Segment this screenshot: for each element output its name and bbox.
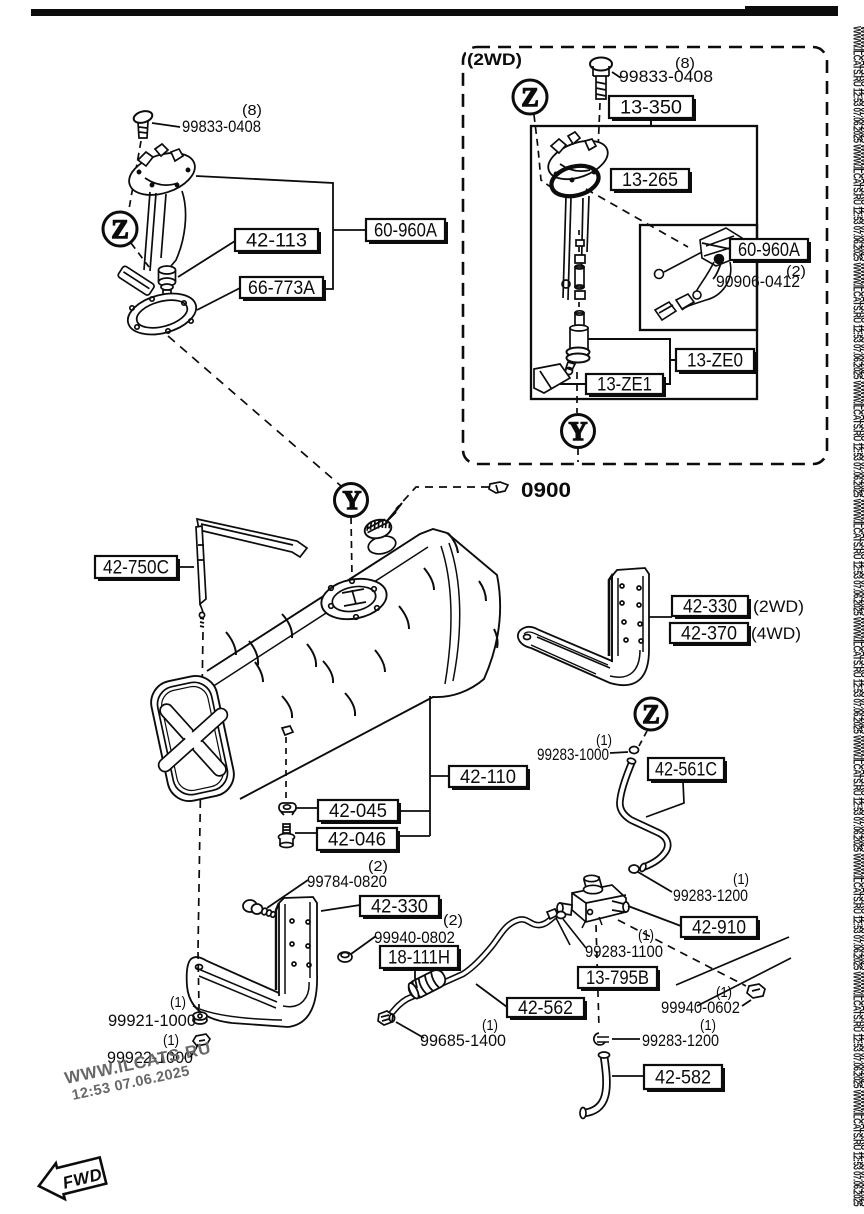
svg-text:99685-1400: 99685-1400	[420, 1032, 506, 1050]
svg-text:60-960A: 60-960A	[738, 240, 800, 261]
svg-text:(1): (1)	[638, 927, 654, 944]
svg-text:42-045: 42-045	[329, 801, 387, 822]
svg-text:90906-0412: 90906-0412	[716, 273, 800, 291]
svg-text:(2WD): (2WD)	[753, 598, 804, 616]
svg-text:42-110: 42-110	[460, 767, 516, 788]
svg-text:99940-0602: 99940-0602	[661, 999, 740, 1017]
svg-text:Z: Z	[642, 700, 659, 729]
svg-text:99940-0802: 99940-0802	[374, 929, 455, 947]
svg-text:99922-1000: 99922-1000	[107, 1049, 193, 1067]
svg-text:42-750C: 42-750C	[103, 558, 169, 579]
svg-text:60-960A: 60-960A	[374, 221, 437, 242]
svg-text:42-330: 42-330	[683, 597, 737, 618]
svg-text:0900: 0900	[521, 479, 571, 502]
svg-text:(1): (1)	[170, 994, 186, 1011]
svg-text:42-330: 42-330	[371, 897, 428, 918]
svg-text:42-910: 42-910	[692, 918, 746, 939]
svg-text:18-111H: 18-111H	[388, 948, 450, 969]
svg-text:13-265: 13-265	[622, 170, 678, 191]
svg-text:(1): (1)	[733, 871, 749, 888]
svg-text:(8): (8)	[242, 102, 262, 119]
svg-text:13-ZE0: 13-ZE0	[687, 351, 743, 372]
svg-text:(4WD): (4WD)	[751, 625, 801, 643]
svg-text:13-795B: 13-795B	[586, 968, 649, 989]
svg-text:99921-1000: 99921-1000	[108, 1012, 196, 1030]
svg-text:(1): (1)	[482, 1017, 498, 1034]
svg-text:(2): (2)	[786, 263, 806, 280]
svg-text:Y: Y	[569, 417, 588, 446]
svg-text:66-773A: 66-773A	[248, 278, 315, 299]
svg-text:(8): (8)	[675, 55, 695, 72]
svg-text:99283-1000: 99283-1000	[537, 746, 609, 764]
svg-text:99833-0408: 99833-0408	[619, 68, 713, 86]
svg-text:Z: Z	[521, 83, 538, 112]
svg-text:42-370: 42-370	[681, 624, 737, 645]
svg-text:42-582: 42-582	[655, 1068, 711, 1089]
svg-text:(2): (2)	[443, 912, 463, 929]
svg-text:(1): (1)	[716, 984, 732, 1001]
svg-text:Y: Y	[343, 486, 362, 515]
svg-text:42-046: 42-046	[328, 830, 386, 851]
svg-text:13-ZE1: 13-ZE1	[597, 375, 652, 396]
svg-text:WWW.ILCATS.RU 12:53 07.06.2025: WWW.ILCATS.RU 12:53 07.06.2025 WWW.ILCAT…	[851, 26, 863, 1206]
svg-text:99283-1200: 99283-1200	[673, 887, 748, 905]
svg-text:99833-0408: 99833-0408	[182, 118, 261, 136]
svg-text:Z: Z	[111, 215, 128, 244]
svg-text:(1): (1)	[596, 732, 612, 749]
svg-text:(2): (2)	[368, 858, 388, 875]
svg-text:WWW.ILCATS.RU 12:53 07.06.2025: WWW.ILCATS.RU 12:53 07.06.2025 WWW.ILCAT…	[858, 26, 864, 1206]
svg-text:13-350: 13-350	[620, 98, 682, 119]
svg-text:42-113: 42-113	[246, 231, 307, 252]
svg-text:99784-0820: 99784-0820	[307, 873, 387, 891]
svg-text:99283-1200: 99283-1200	[642, 1032, 719, 1050]
svg-text:42-562: 42-562	[518, 998, 573, 1019]
svg-text:(1): (1)	[163, 1032, 179, 1049]
svg-text:99283-1100: 99283-1100	[585, 943, 663, 961]
svg-text:(2WD): (2WD)	[467, 50, 522, 69]
svg-text:42-561C: 42-561C	[655, 760, 717, 781]
svg-text:(1): (1)	[700, 1017, 716, 1034]
